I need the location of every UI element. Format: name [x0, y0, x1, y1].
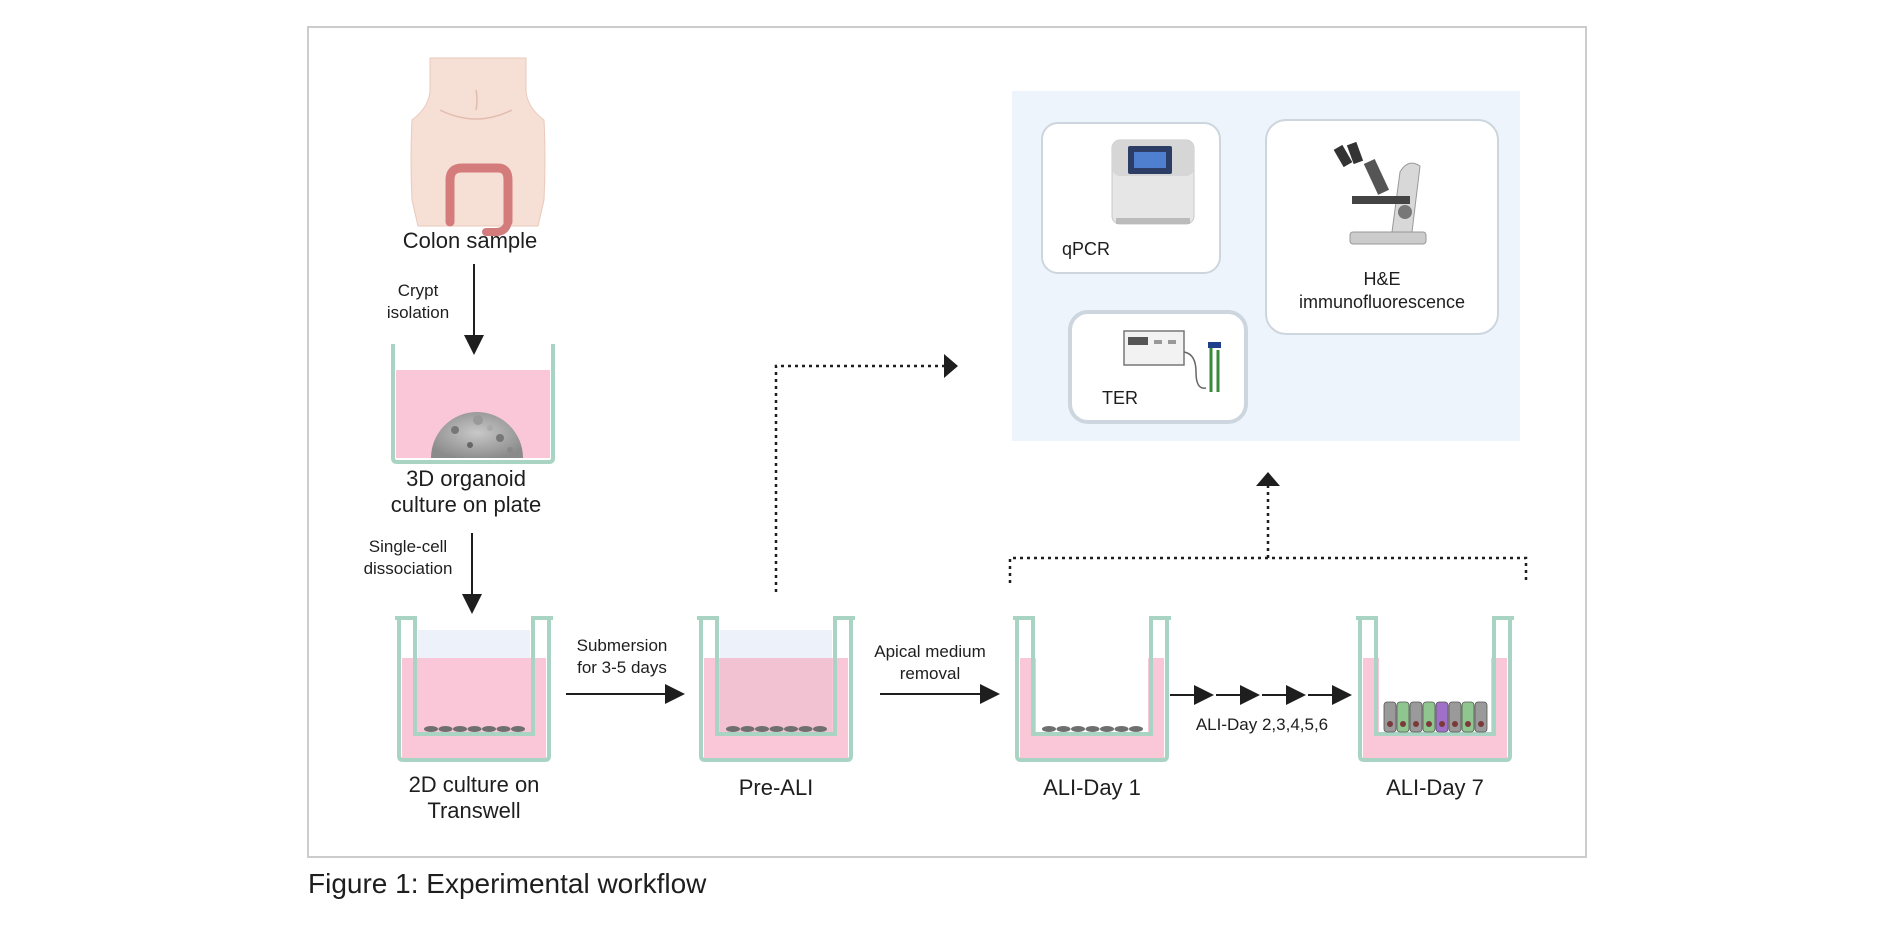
organoid-label-line2: culture on plate — [391, 492, 541, 517]
transwell-2d-culture — [395, 616, 553, 762]
qpcr-machine-icon — [1111, 139, 1195, 225]
organoid-plate — [391, 344, 555, 464]
pre-ali-analysis-connector — [774, 364, 945, 592]
ali-day1-label: ALI-Day 1 — [1043, 775, 1141, 800]
transwell-ali-day1 — [1013, 616, 1171, 762]
pre-ali-analysis-arrowhead — [944, 354, 958, 378]
figure-caption: Figure 1: Experimental workflow — [308, 868, 707, 899]
ter-card — [1068, 310, 1248, 424]
ter-label: TER — [1102, 388, 1138, 408]
ali-analysis-arrowhead — [1256, 472, 1280, 486]
microscope-icon — [1333, 141, 1427, 245]
culture-2d-label-line2: Transwell — [427, 798, 520, 823]
he-card — [1265, 119, 1499, 335]
submersion-label-line2: for 3-5 days — [577, 658, 667, 677]
apical-label-line2: removal — [900, 664, 960, 683]
organoid-label-line1: 3D organoid — [406, 466, 526, 491]
ter-meter-icon — [1123, 330, 1221, 392]
crypt-label-line1: Crypt — [398, 281, 439, 300]
single-cell-label-line2: dissociation — [364, 559, 453, 578]
culture-2d-label-line1: 2D culture on — [409, 772, 540, 797]
single-cell-label-line1: Single-cell — [369, 537, 447, 556]
he-label-line1: H&E — [1363, 269, 1400, 289]
qpcr-label: qPCR — [1062, 239, 1110, 259]
apical-label-line1: Apical medium — [874, 642, 986, 661]
ali-days-label: ALI-Day 2,3,4,5,6 — [1196, 715, 1328, 734]
transwell-ali-day7 — [1356, 616, 1514, 762]
colon-sample-label: Colon sample — [403, 228, 538, 253]
pre-ali-label: Pre-ALI — [739, 775, 814, 800]
transwell-pre-ali — [697, 616, 855, 762]
crypt-label-line2: isolation — [387, 303, 449, 322]
submersion-label-line1: Submersion — [577, 636, 668, 655]
he-label-line2: immunofluorescence — [1299, 292, 1465, 312]
torso-illustration — [410, 57, 546, 236]
ali-day7-label: ALI-Day 7 — [1386, 775, 1484, 800]
